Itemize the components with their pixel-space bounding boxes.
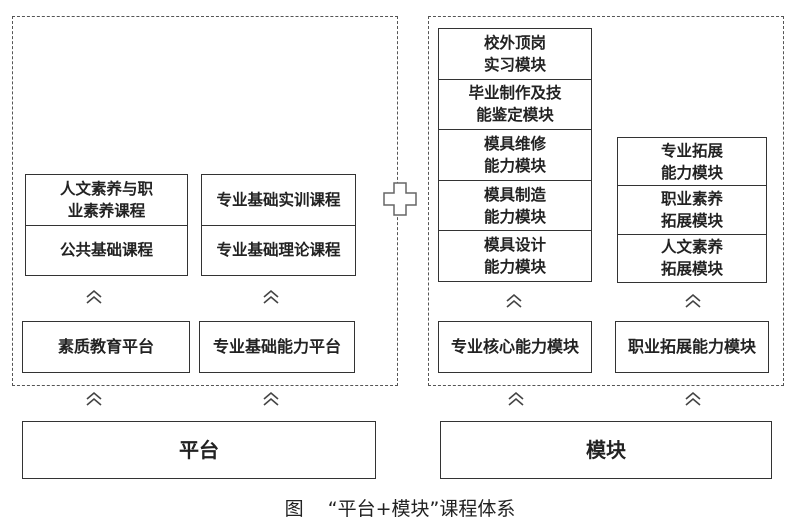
- up-chevron-icon: [685, 293, 701, 308]
- up-chevron-icon: [685, 391, 701, 406]
- off-campus-internship-module: 校外顶岗 实习模块: [439, 29, 591, 80]
- general-course-stack: 人文素养与职 业素养课程 公共基础课程: [25, 174, 188, 276]
- professional-basic-theory-course: 专业基础理论课程: [216, 241, 341, 260]
- mold-maintenance-module: 模具维修 能力模块: [439, 130, 591, 181]
- mold-manufacturing-module: 模具制造 能力模块: [439, 181, 591, 232]
- professional-basic-training-course: 专业基础实训课程: [202, 175, 355, 226]
- professional-basic-ability-platform: 专业基础能力平台: [199, 321, 355, 373]
- professional-basic-course-stack: 专业基础实训课程 专业基础理论课程: [201, 174, 356, 276]
- up-chevron-icon: [263, 289, 279, 304]
- module-box: 模块: [440, 421, 772, 479]
- up-chevron-icon: [506, 293, 522, 308]
- module-group-container: [428, 16, 784, 386]
- figure-caption: 图 “平台+模块”课程体系: [284, 498, 516, 520]
- up-chevron-icon: [86, 289, 102, 304]
- plus-icon: [383, 182, 417, 216]
- platform-box: 平台: [22, 421, 376, 479]
- extension-module-stack: 专业拓展 能力模块 职业素养 拓展模块 人文素养 拓展模块: [617, 137, 767, 283]
- up-chevron-icon: [86, 391, 102, 406]
- core-module-stack: 校外顶岗 实习模块 毕业制作及技 能鉴定模块 模具维修 能力模块 模具制造 能力…: [438, 28, 592, 282]
- mold-design-module: 模具设计 能力模块: [483, 236, 546, 277]
- vocational-literacy-extension-module: 职业素养 拓展模块: [618, 186, 766, 235]
- up-chevron-icon: [263, 391, 279, 406]
- humanities-extension-module: 人文素养 拓展模块: [660, 238, 723, 279]
- humanities-vocational-literacy-course: 人文素养与职 业素养课程: [26, 175, 187, 226]
- graduation-skill-appraisal-module: 毕业制作及技 能鉴定模块: [439, 80, 591, 131]
- quality-education-platform: 素质教育平台: [22, 321, 190, 373]
- professional-extension-module: 专业拓展 能力模块: [618, 138, 766, 187]
- public-basic-course: 公共基础课程: [59, 241, 153, 260]
- up-chevron-icon: [508, 391, 524, 406]
- professional-core-ability-module: 专业核心能力模块: [438, 321, 592, 373]
- vocational-extension-ability-module: 职业拓展能力模块: [615, 321, 769, 373]
